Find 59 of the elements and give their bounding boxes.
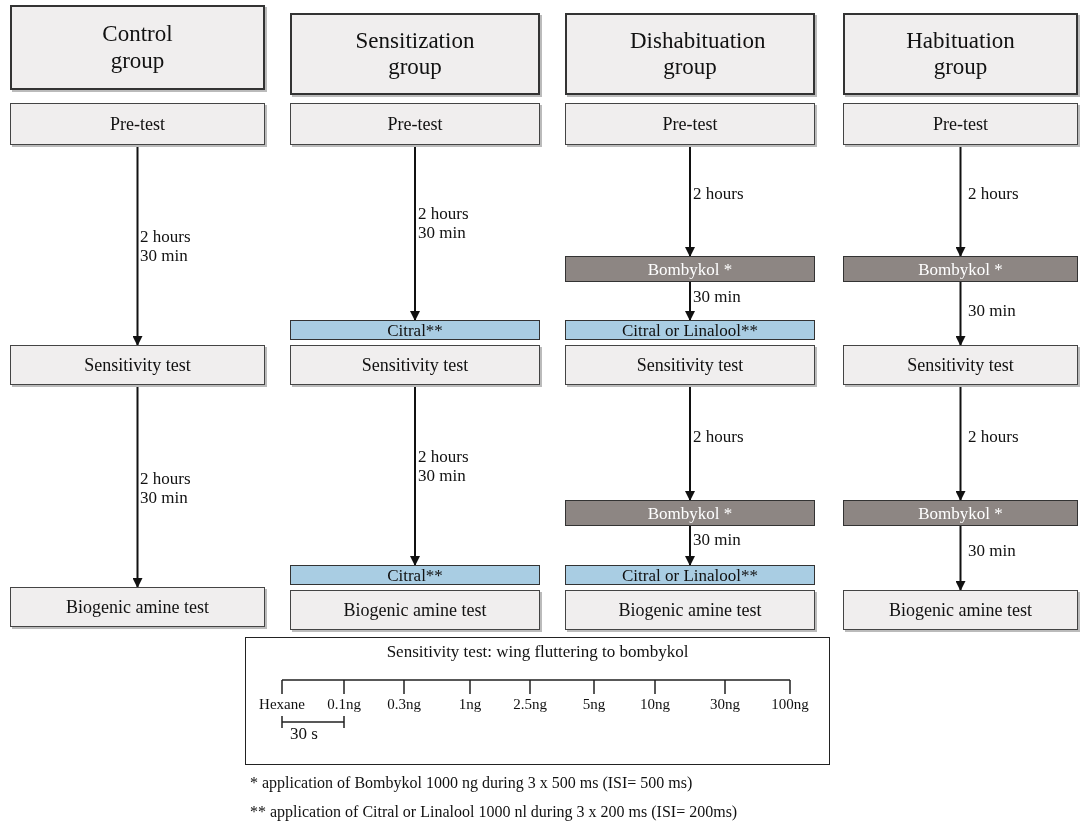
arrow bbox=[410, 144, 420, 321]
tick-label: 10ng bbox=[640, 697, 670, 713]
test-box: Sensitivity test bbox=[10, 345, 265, 385]
edge-label: 2 hours 30 min bbox=[140, 470, 192, 508]
tick-label: 1ng bbox=[458, 697, 482, 713]
test-box: Sensitivity test bbox=[843, 345, 1078, 385]
tick-label: 100ng bbox=[771, 697, 809, 713]
tick-label: 0.3ng bbox=[387, 697, 421, 713]
arrow bbox=[955, 144, 966, 257]
edge-label: 2 hours 30 min bbox=[140, 228, 192, 266]
arrow bbox=[685, 525, 695, 566]
test-box: Biogenic amine test bbox=[565, 590, 815, 630]
test-box: Pre-test bbox=[565, 103, 815, 145]
tick-label: 0.1ng bbox=[327, 697, 361, 713]
arrow bbox=[410, 384, 420, 566]
arrow bbox=[685, 281, 695, 321]
test-box: Sensitivity test bbox=[565, 345, 815, 385]
edge-label: 2 hours bbox=[968, 185, 1020, 204]
edge-label: 2 hours bbox=[968, 428, 1020, 447]
tick-label: 2.5ng bbox=[513, 697, 547, 713]
pheromone-application-bar: Bombykol * bbox=[843, 256, 1078, 282]
edge-label: 30 min bbox=[968, 302, 1017, 321]
arrow bbox=[132, 384, 143, 588]
group-header-box: Dishabituation group bbox=[565, 13, 815, 95]
group-header-box: Habituation group bbox=[843, 13, 1078, 95]
edge-label: 30 min bbox=[968, 542, 1017, 561]
test-box: Biogenic amine test bbox=[10, 587, 265, 627]
odor-application-bar: Citral or Linalool** bbox=[565, 565, 815, 585]
edge-label: 2 hours 30 min bbox=[418, 448, 470, 486]
dimension-label: 30 s bbox=[290, 725, 318, 743]
tick-label: Hexane bbox=[259, 697, 305, 713]
odor-application-bar: Citral** bbox=[290, 565, 540, 585]
test-box: Biogenic amine test bbox=[290, 590, 540, 630]
tick-label: 30ng bbox=[710, 697, 740, 713]
test-box: Pre-test bbox=[843, 103, 1078, 145]
edge-label: 30 min bbox=[693, 531, 742, 550]
pheromone-application-bar: Bombykol * bbox=[843, 500, 1078, 526]
arrow bbox=[685, 144, 695, 257]
odor-application-bar: Citral** bbox=[290, 320, 540, 340]
test-box: Biogenic amine test bbox=[843, 590, 1078, 630]
test-box: Sensitivity test bbox=[290, 345, 540, 385]
test-box: Pre-test bbox=[290, 103, 540, 145]
arrow bbox=[685, 384, 695, 501]
test-box: Pre-test bbox=[10, 103, 265, 145]
arrow bbox=[955, 384, 966, 501]
edge-label: 2 hours bbox=[693, 428, 745, 447]
arrow bbox=[955, 525, 966, 591]
edge-label: 2 hours 30 min bbox=[418, 205, 470, 243]
group-header-box: Sensitization group bbox=[290, 13, 540, 95]
arrow bbox=[955, 281, 966, 346]
pheromone-application-bar: Bombykol * bbox=[565, 256, 815, 282]
group-header-box: Control group bbox=[10, 5, 265, 90]
edge-label: 2 hours bbox=[693, 185, 745, 204]
footnote: ** application of Citral or Linalool 1000 nl during 3 x 200 ms (ISI= 200ms) bbox=[250, 804, 738, 821]
edge-label: 30 min bbox=[693, 288, 742, 307]
pheromone-application-bar: Bombykol * bbox=[565, 500, 815, 526]
odor-application-bar: Citral or Linalool** bbox=[565, 320, 815, 340]
arrow bbox=[132, 144, 143, 346]
tick-label: 5ng bbox=[582, 697, 606, 713]
